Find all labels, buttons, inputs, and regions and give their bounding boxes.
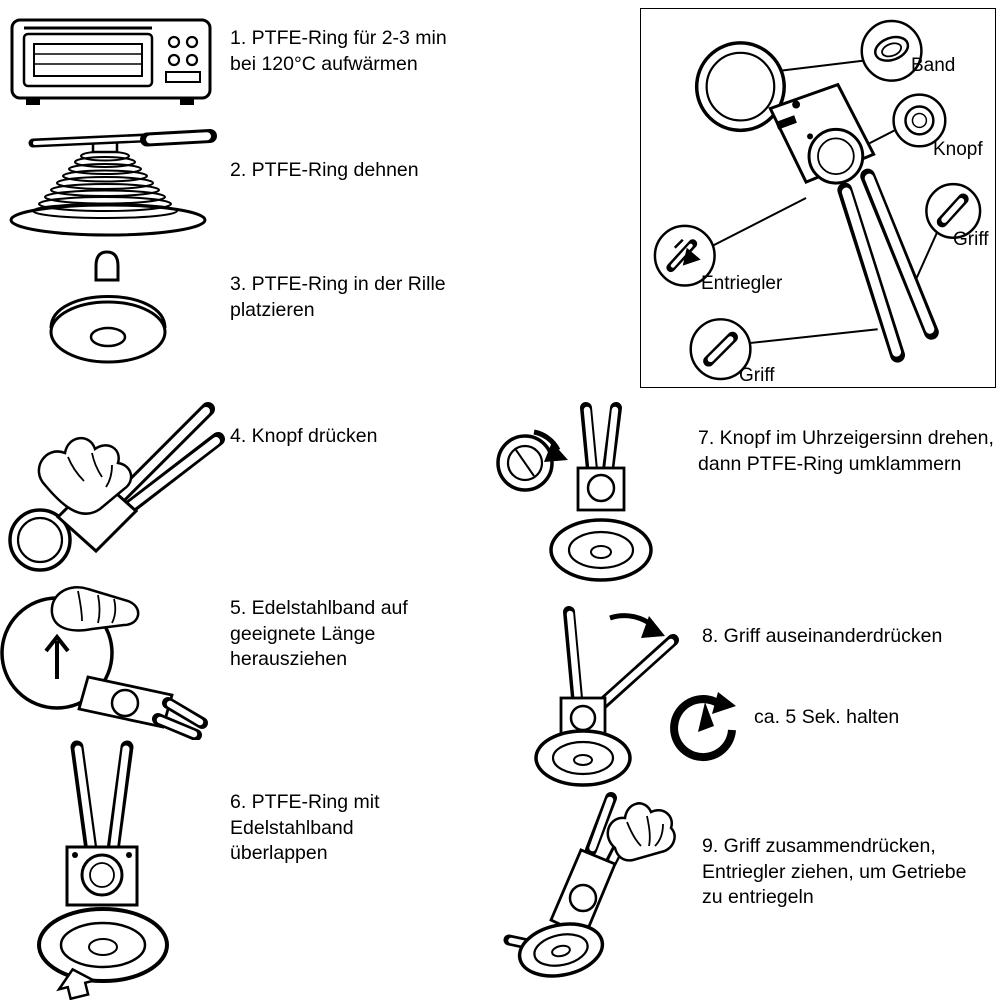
step-8-text: 8. Griff auseinanderdrücken <box>702 625 943 647</box>
step-5-text: 5. Edelstahlband auf geeignete Länge her… <box>230 597 408 671</box>
step-1-text: 1. PTFE-Ring für 2-3 min bei 120°C aufwä… <box>230 27 447 75</box>
griff-lower-label: Griff <box>739 365 775 386</box>
oven-icon <box>8 8 218 108</box>
hand-pressing-knob-icon <box>0 385 225 580</box>
hold-note-text: ca. 5 Sek. halten <box>754 706 900 728</box>
knopf-label: Knopf <box>933 139 983 160</box>
entriegler-label: Entriegler <box>701 273 783 294</box>
step-4-text: 4. Knopf drücken <box>230 425 378 447</box>
ring-expander-icon <box>5 112 220 240</box>
step-2-text: 2. PTFE-Ring dehnen <box>230 159 419 181</box>
dome-tool-icon <box>38 248 178 378</box>
release-gear-icon <box>493 788 678 995</box>
hand-pulling-band-icon <box>0 575 210 740</box>
step-7-text: 7. Knopf im Uhrzeigersinn drehen, dann P… <box>698 427 994 475</box>
griff-upper-label: Griff <box>953 229 989 250</box>
step-9-text: 9. Griff zusammendrücken, Entriegler zie… <box>702 835 967 909</box>
band-label: Band <box>911 55 956 76</box>
parts-diagram: Band Knopf Griff Entriegler Griff <box>640 8 996 388</box>
rotate-knob-icon <box>478 398 678 596</box>
parts-diagram-drawing <box>653 19 982 381</box>
step-6-text: 6. PTFE-Ring mit Edelstahlband überlappe… <box>230 791 380 865</box>
step-3-text: 3. PTFE-Ring in der Rille platzieren <box>230 273 446 321</box>
spread-handles-icon <box>505 600 695 792</box>
clock-icon <box>666 690 738 762</box>
tool-with-ring-icon <box>15 735 193 1000</box>
